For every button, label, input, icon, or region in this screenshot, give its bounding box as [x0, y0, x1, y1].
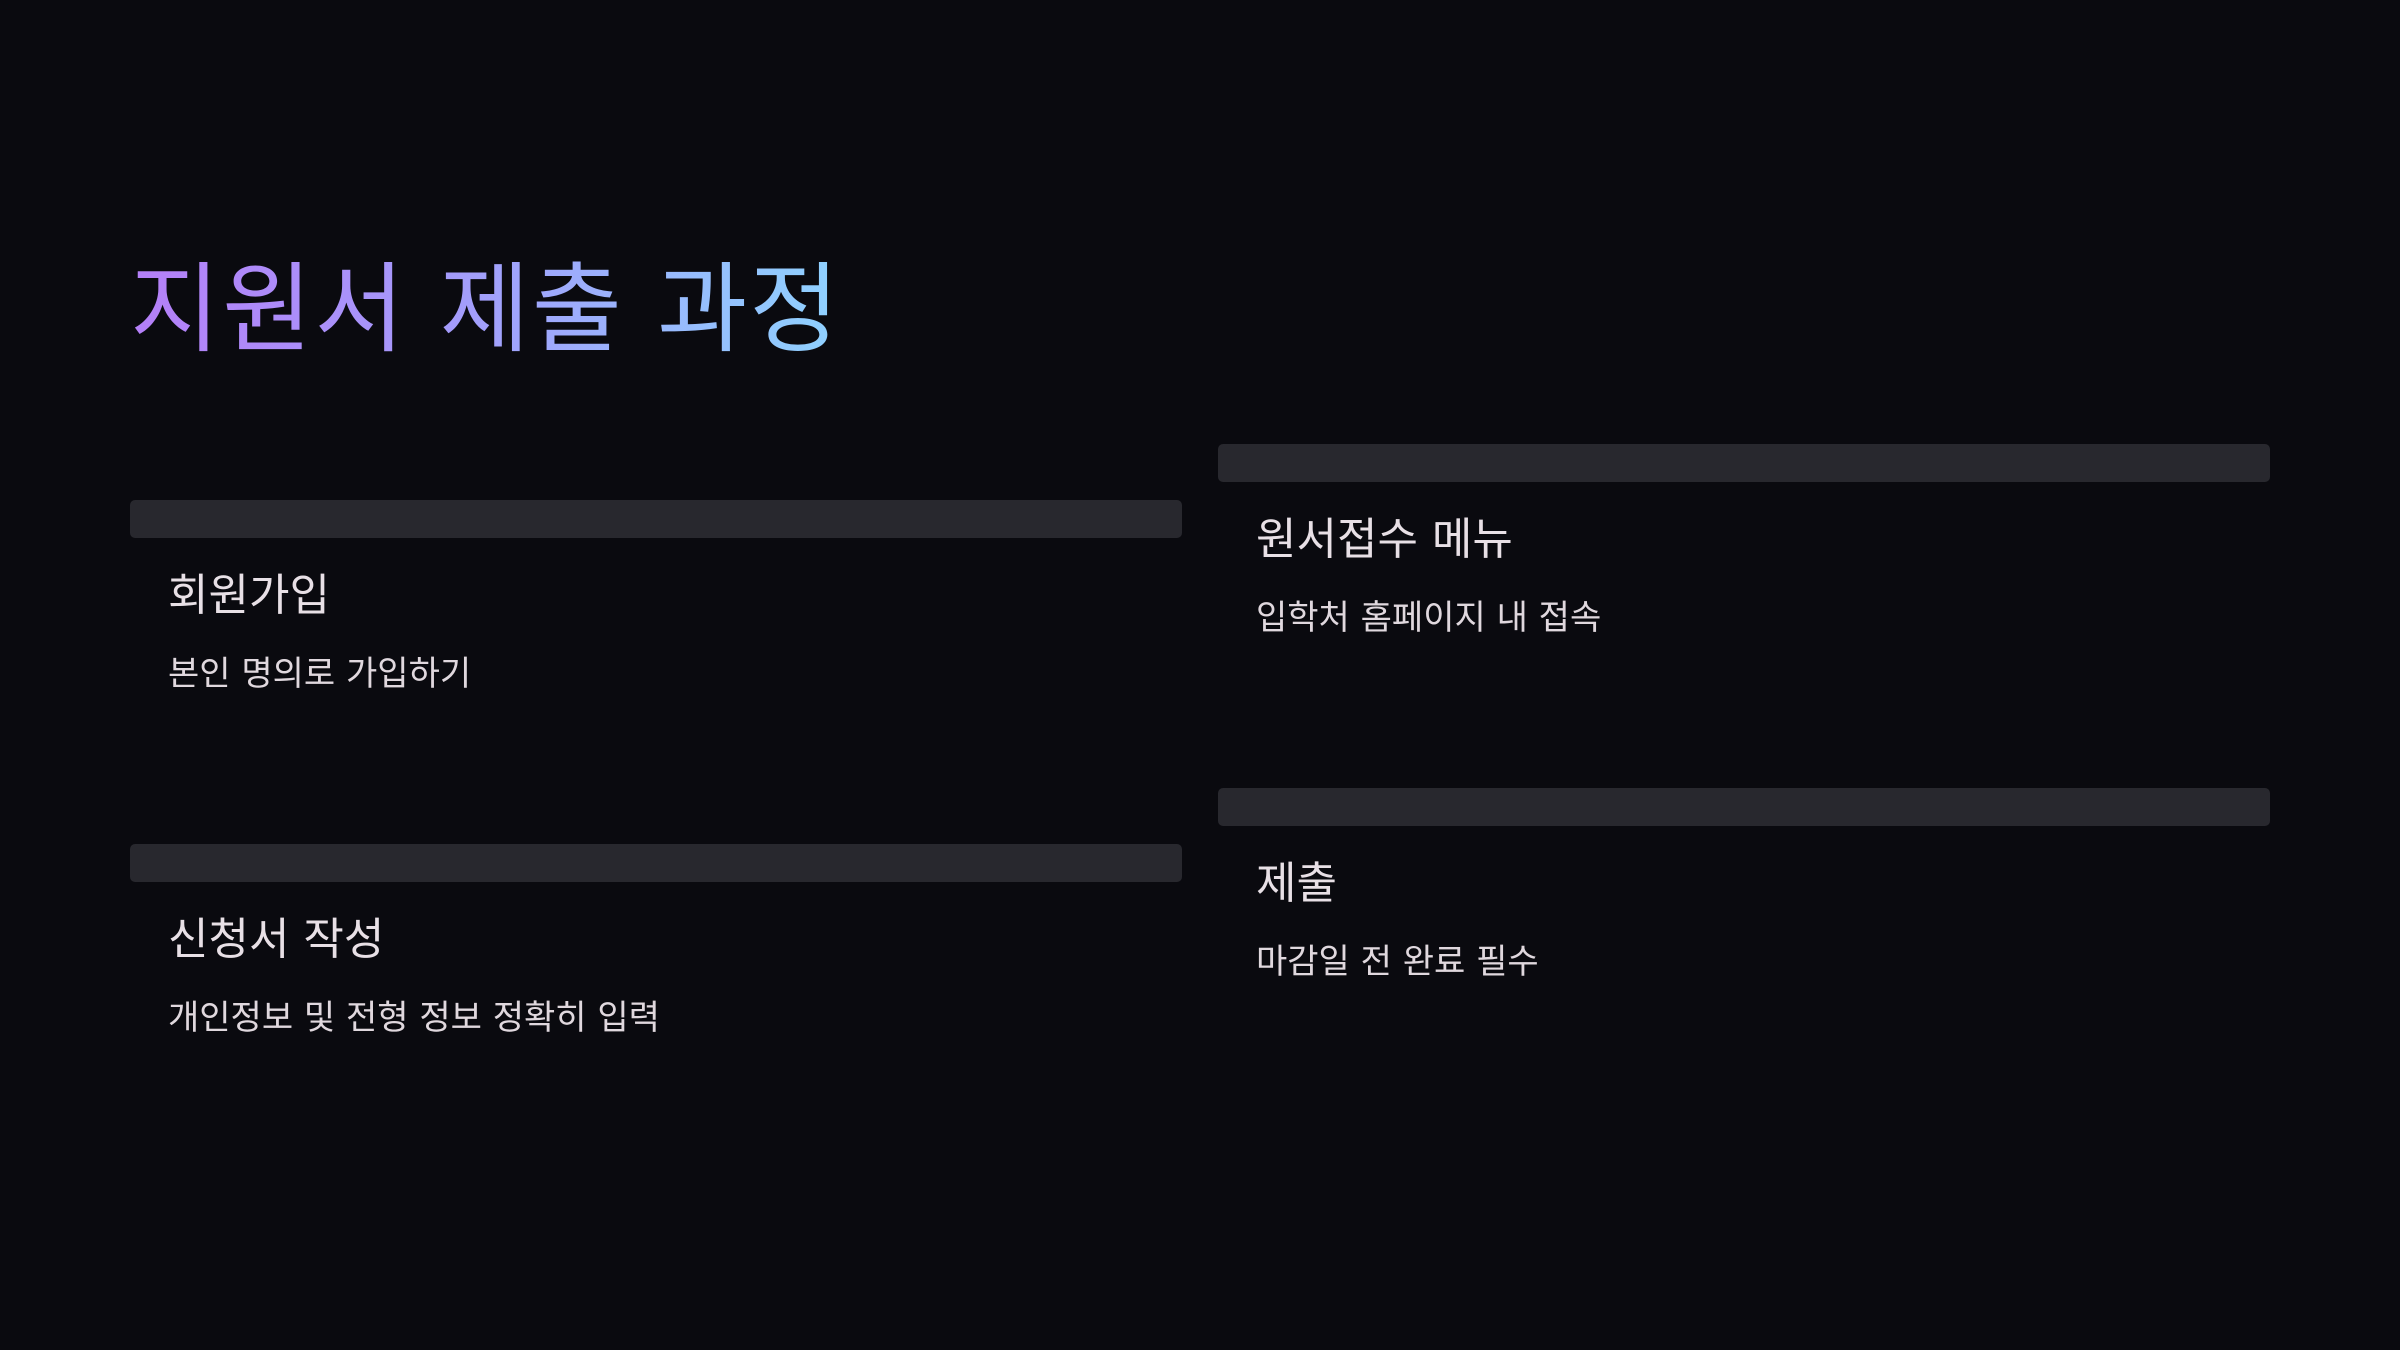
step-heading: 제출: [1256, 858, 1337, 909]
step-bar: [130, 844, 1182, 882]
step-bar: [1218, 444, 2270, 482]
step-description: 마감일 전 완료 필수: [1256, 942, 1539, 982]
page-title: 지원서 제출 과정: [130, 250, 841, 370]
step-bar: [1218, 788, 2270, 826]
step-heading: 원서접수 메뉴: [1256, 514, 1513, 565]
step-description: 개인정보 및 전형 정보 정확히 입력: [168, 998, 660, 1038]
step-description: 본인 명의로 가입하기: [168, 654, 472, 694]
step-card-signup: 회원가입 본인 명의로 가입하기: [130, 500, 1182, 696]
step-card-fill-form: 신청서 작성 개인정보 및 전형 정보 정확히 입력: [130, 844, 1182, 1040]
step-heading: 회원가입: [168, 570, 330, 621]
step-card-application-menu: 원서접수 메뉴 입학처 홈페이지 내 접속: [1218, 444, 2270, 640]
step-heading: 신청서 작성: [168, 914, 385, 965]
step-bar: [130, 500, 1182, 538]
step-description: 입학처 홈페이지 내 접속: [1256, 598, 1602, 638]
step-card-submit: 제출 마감일 전 완료 필수: [1218, 788, 2270, 984]
